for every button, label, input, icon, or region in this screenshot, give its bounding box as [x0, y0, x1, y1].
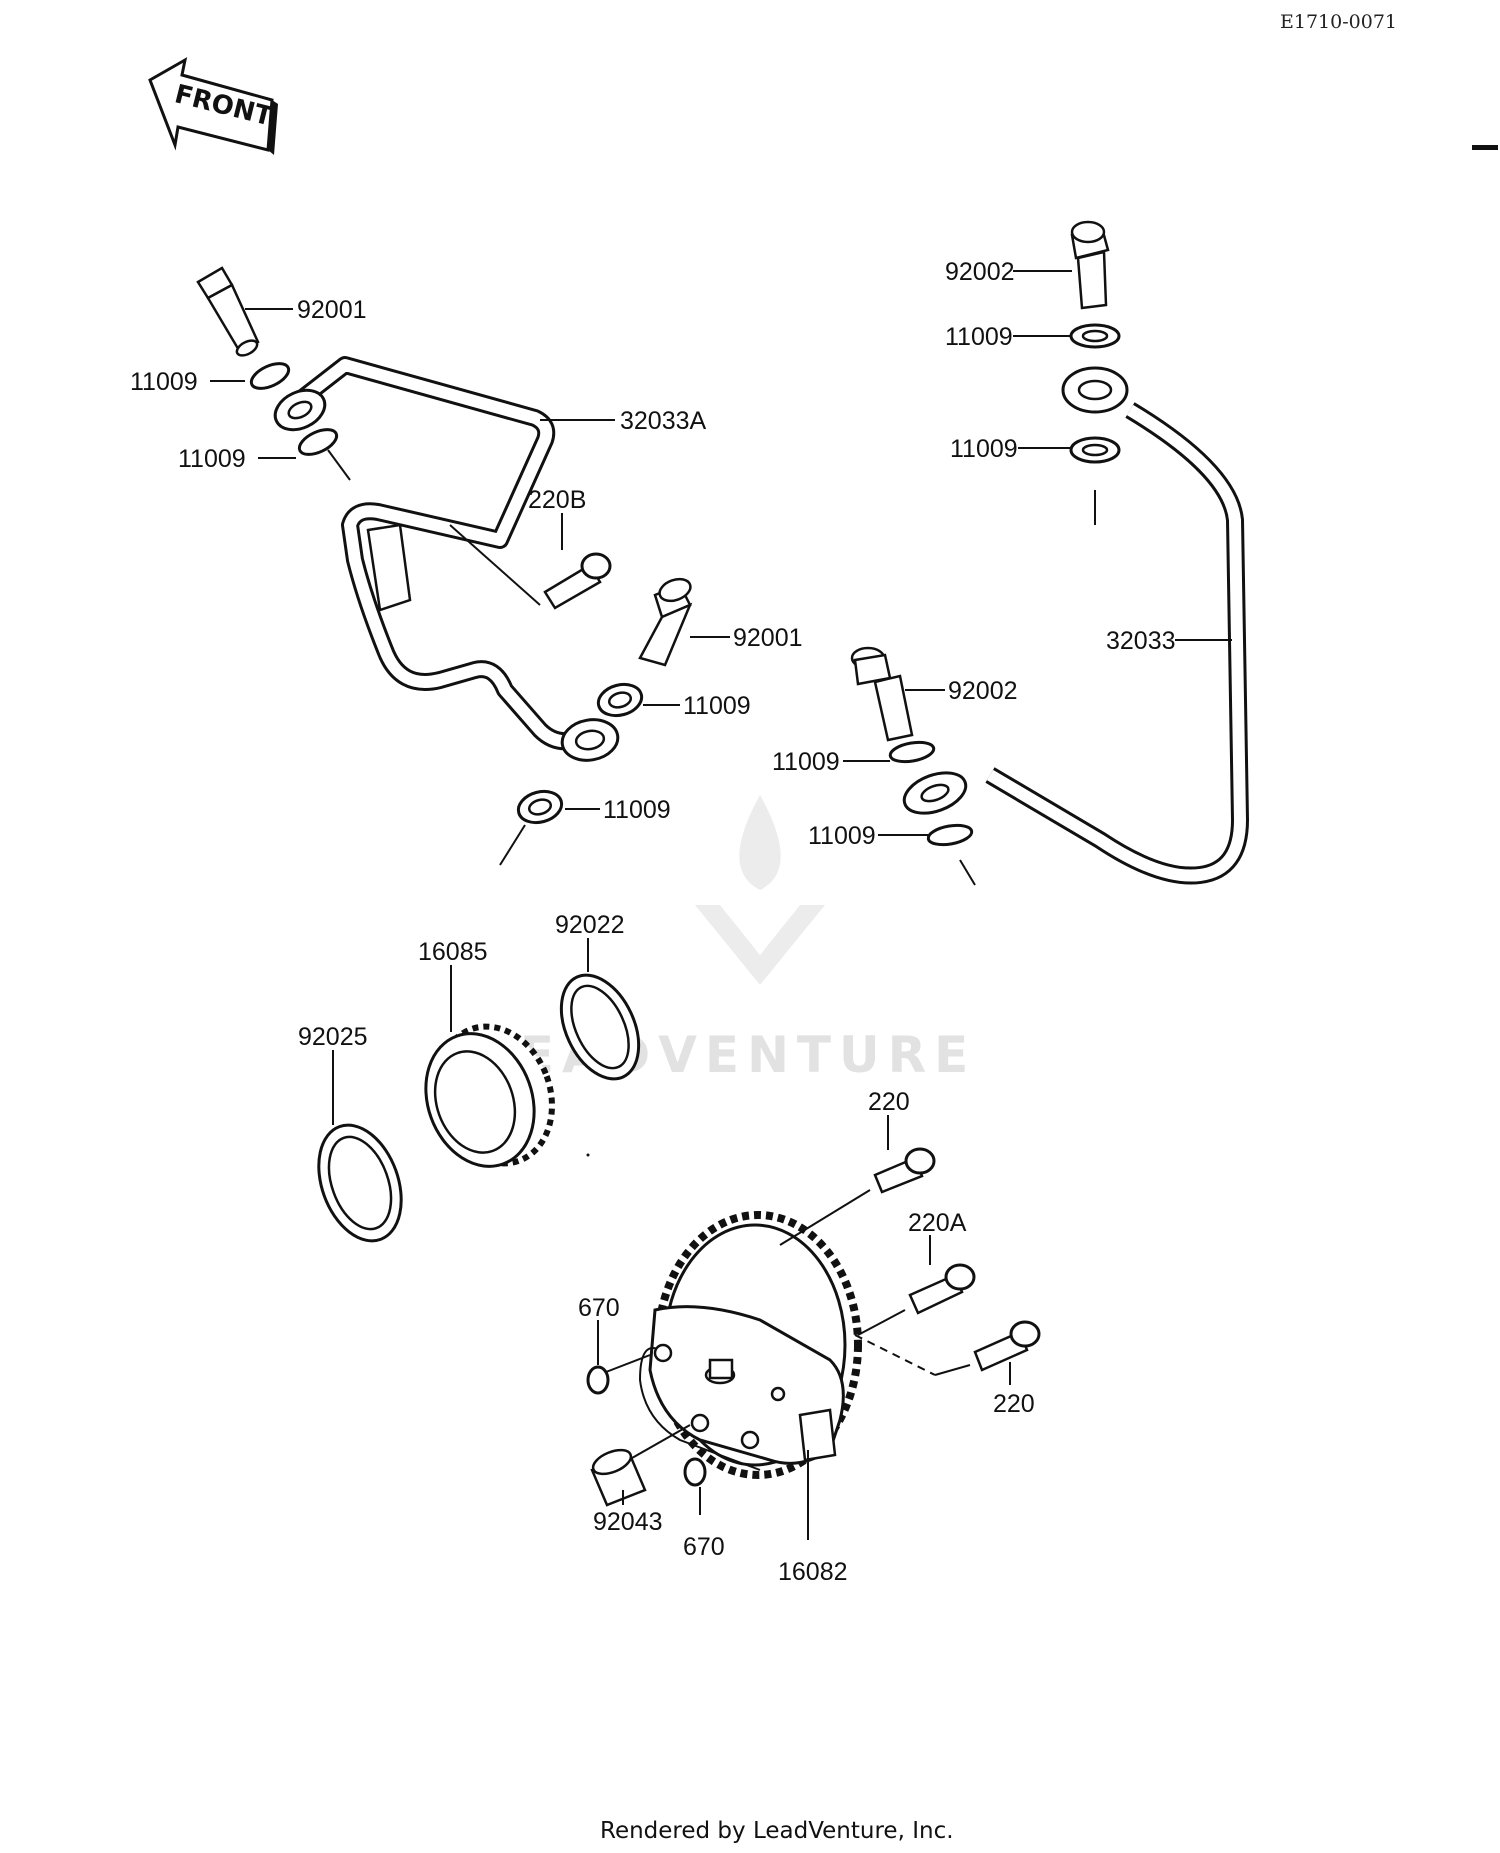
- leader-lines: [210, 270, 1232, 1540]
- callout-32033A: 32033A: [620, 407, 707, 435]
- callout-92001-upper: 92001: [297, 296, 367, 324]
- drawing-code: E1710-0071: [1280, 11, 1397, 33]
- callout-220A: 220A: [908, 1209, 967, 1237]
- edge-mark: [1472, 145, 1498, 150]
- banjo-bolt-92002-upper: [1070, 220, 1110, 310]
- bolt-220A: [908, 1263, 976, 1315]
- oil-pipe-32033: [850, 220, 1249, 886]
- gear-16085: [424, 1023, 555, 1168]
- callout-670-upper: 670: [578, 1294, 620, 1322]
- callout-92001-lower: 92001: [733, 624, 803, 652]
- callout-16085: 16085: [418, 938, 488, 966]
- oil-pump-16082: [638, 1211, 862, 1479]
- pipe-bracket: [366, 523, 412, 612]
- watermark: LEADVENTURE: [480, 795, 976, 1084]
- washer-11009-b: [297, 428, 339, 456]
- bolt-220B: [543, 552, 612, 610]
- o-ring-92025: [317, 1123, 403, 1243]
- callout-670-lower: 670: [683, 1533, 725, 1561]
- washer-11009-a: [249, 362, 291, 390]
- callout-92043: 92043: [593, 1508, 663, 1536]
- callout-11009-g: 11009: [772, 748, 840, 776]
- callout-220B: 220B: [528, 486, 586, 514]
- footer-credit: Rendered by LeadVenture, Inc.: [600, 1818, 954, 1844]
- callout-11009-b: 11009: [178, 445, 246, 473]
- callout-92002-lower: 92002: [948, 677, 1018, 705]
- callout-11009-d: 11009: [603, 796, 671, 824]
- washer-11009-g: [888, 740, 936, 764]
- o-ring-670-upper: [586, 1365, 610, 1395]
- watermark-text: LEADVENTURE: [480, 1026, 976, 1084]
- callout-11009-a: 11009: [130, 368, 198, 396]
- dowel-pin-92043: [590, 1448, 647, 1507]
- front-arrow-icon: FRONT: [148, 57, 278, 155]
- bolt-220-upper: [873, 1147, 936, 1194]
- callout-11009-h: 11009: [808, 822, 876, 850]
- o-ring-92022: [559, 973, 641, 1081]
- callout-92025: 92025: [298, 1023, 368, 1051]
- callout-11009-e: 11009: [945, 323, 1013, 351]
- callout-32033: 32033: [1106, 627, 1176, 655]
- washer-11009-h: [926, 823, 974, 847]
- banjo-bolt-92001-upper: [196, 266, 260, 357]
- callout-220-lower: 220: [993, 1390, 1035, 1418]
- o-ring-670-lower: [683, 1457, 707, 1487]
- callout-92022: 92022: [555, 911, 625, 939]
- oil-pipe-32033A: [196, 266, 693, 866]
- banjo-bolt-92001-lower: [638, 577, 693, 667]
- callout-11009-c: 11009: [683, 692, 751, 720]
- callout-16082: 16082: [778, 1558, 848, 1586]
- banjo-bolt-92002-lower: [850, 646, 914, 742]
- callout-11009-f: 11009: [950, 435, 1018, 463]
- callout-92002-upper: 92002: [945, 258, 1015, 286]
- bolt-220-lower: [973, 1320, 1041, 1372]
- callout-220-upper: 220: [868, 1088, 910, 1116]
